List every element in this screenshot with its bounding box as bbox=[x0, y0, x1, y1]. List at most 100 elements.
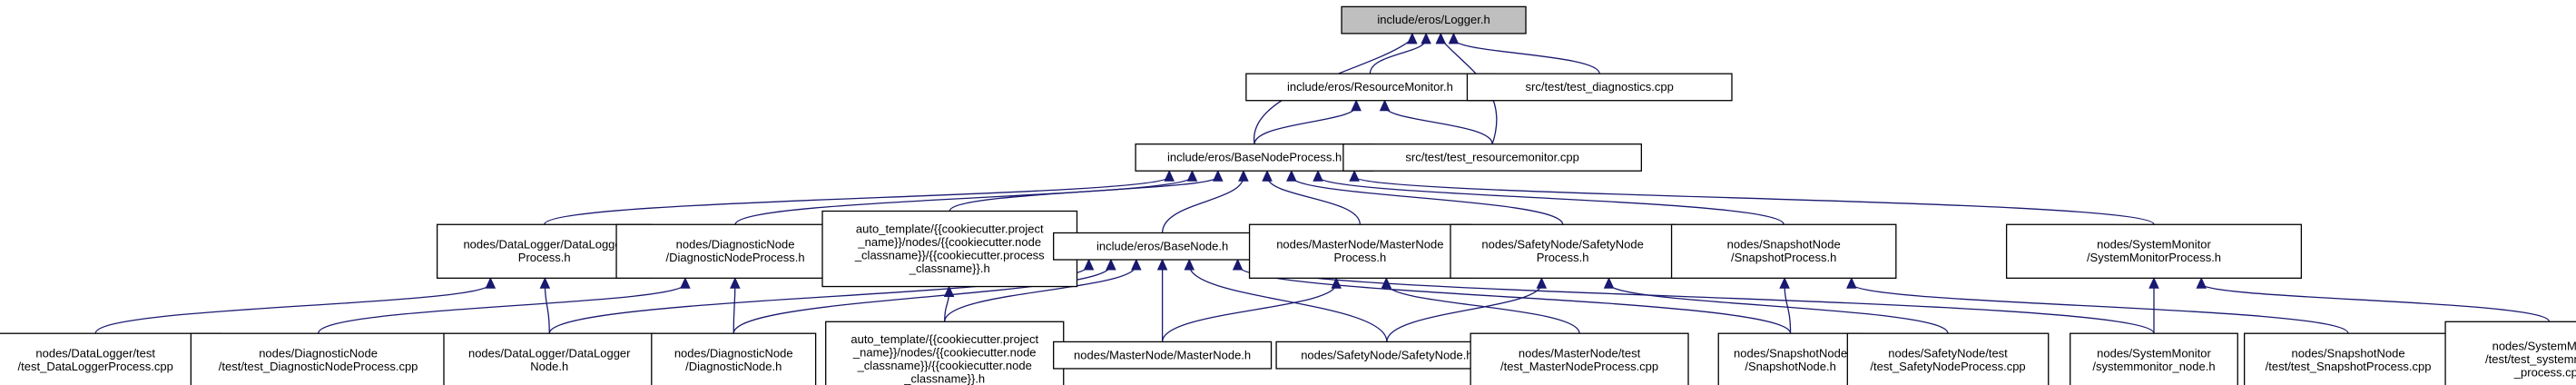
node-box bbox=[1670, 223, 1897, 279]
arrowhead bbox=[1313, 170, 1323, 182]
arrowhead bbox=[1349, 170, 1360, 182]
arrowhead bbox=[1407, 32, 1418, 44]
graph-node-ss_test[interactable]: nodes/SnapshotNode/test/test_SnapshotPro… bbox=[2243, 332, 2453, 385]
node-box bbox=[0, 332, 222, 385]
node-label-line: _classname}}.h bbox=[909, 262, 990, 275]
nodes-layer: include/eros/Logger.h include/eros/Resour… bbox=[0, 5, 2576, 385]
node-label-line: nodes/SystemMonitor bbox=[2097, 347, 2211, 360]
node-label-line: nodes/DataLogger/DataLogger bbox=[463, 238, 625, 252]
edge-dn_node-to-basenode bbox=[732, 264, 1112, 334]
arrowhead bbox=[1131, 258, 1142, 271]
arrowhead bbox=[1106, 258, 1116, 271]
graph-node-test_resmon[interactable]: src/test/test_resourcemonitor.cpp bbox=[1342, 143, 1642, 172]
node-box bbox=[1470, 332, 1689, 385]
graph-node-dn_node[interactable]: nodes/DiagnosticNode/DiagnosticNode.h bbox=[651, 332, 817, 385]
edge-smp-to-bnp bbox=[1353, 175, 2155, 225]
graph-node-mn_node[interactable]: nodes/MasterNode/MasterNode.h bbox=[1053, 341, 1273, 370]
node-label-line: _classname}}.h bbox=[903, 372, 985, 385]
graph-node-sm_test[interactable]: nodes/SystemMonitor/test/test_systemmoni… bbox=[2444, 321, 2576, 385]
node-label-line: nodes/SystemMonitor bbox=[2492, 339, 2576, 352]
node-label-line: nodes/MasterNode/MasterNode.h bbox=[1074, 348, 1251, 361]
arrowhead bbox=[485, 277, 497, 289]
node-box bbox=[821, 210, 1078, 288]
node-label-line: /test/test_SnapshotProcess.cpp bbox=[2266, 360, 2432, 373]
node-label-line: src/test/test_resourcemonitor.cpp bbox=[1405, 151, 1578, 164]
graph-node-bnp[interactable]: include/eros/BaseNodeProcess.h bbox=[1135, 143, 1374, 172]
node-label-line: Process.h bbox=[1537, 251, 1589, 264]
arrowhead bbox=[730, 277, 741, 289]
node-label-line: auto_template/{{cookiecutter.project bbox=[850, 332, 1038, 346]
arrowhead bbox=[1421, 32, 1431, 44]
node-box bbox=[2444, 321, 2576, 385]
arrowhead bbox=[943, 285, 955, 298]
arrowhead bbox=[1846, 277, 1857, 289]
graph-node-mn_test[interactable]: nodes/MasterNode/test/test_MasterNodePro… bbox=[1470, 332, 1689, 385]
node-label-line: nodes/SystemMonitor bbox=[2097, 238, 2211, 252]
graph-node-basenode[interactable]: include/eros/BaseNode.h bbox=[1053, 232, 1273, 261]
graph-node-snp[interactable]: nodes/SafetyNode/SafetyNodeProcess.h bbox=[1450, 223, 1676, 279]
graph-node-sm_node[interactable]: nodes/SystemMonitor/systemmonitor_node.h bbox=[2070, 332, 2238, 385]
graph-node-sn_test[interactable]: nodes/SafetyNode/test/test_SafetyNodePro… bbox=[1846, 332, 2050, 385]
edge-dn_node-to-dnp bbox=[732, 283, 736, 334]
arrowhead bbox=[1286, 170, 1297, 182]
graph-node-auto_proc[interactable]: auto_template/{{cookiecutter.project_nam… bbox=[821, 210, 1078, 288]
edge-mn_node-to-mnp bbox=[1161, 283, 1337, 342]
edge-snp-to-bnp bbox=[1291, 175, 1564, 225]
graph-node-test_diag[interactable]: src/test/test_diagnostics.cpp bbox=[1466, 73, 1733, 102]
node-label-line: _classname}}/{{cookiecutter.process bbox=[854, 248, 1045, 262]
node-box bbox=[1342, 143, 1642, 172]
edge-ss_node-to-ssp bbox=[1784, 283, 1792, 334]
node-label-line: /DiagnosticNode.h bbox=[685, 360, 782, 373]
node-box bbox=[2070, 332, 2238, 385]
edge-sn_node-to-snp bbox=[1386, 283, 1543, 342]
node-label-line: nodes/DiagnosticNode bbox=[674, 347, 793, 360]
edge-basenode-to-bnp bbox=[1161, 176, 1244, 233]
arrowhead bbox=[1164, 170, 1175, 182]
arrowhead bbox=[1262, 170, 1273, 182]
graph-node-dl_test[interactable]: nodes/DataLogger/test/test_DataLoggerPro… bbox=[0, 332, 222, 385]
graph-node-ss_node[interactable]: nodes/SnapshotNode/SnapshotNode.h bbox=[1717, 332, 1863, 385]
node-label-line: nodes/DataLogger/DataLogger bbox=[468, 347, 631, 360]
node-label-line: /SystemMonitorProcess.h bbox=[2087, 251, 2221, 264]
node-label-line: nodes/MasterNode/test bbox=[1519, 347, 1641, 360]
node-label-line: include/eros/BaseNodeProcess.h bbox=[1167, 151, 1342, 164]
node-label-line: nodes/SnapshotNode bbox=[2292, 347, 2405, 360]
node-label-line: /SnapshotNode.h bbox=[1745, 360, 1835, 373]
graph-node-auto_node[interactable]: auto_template/{{cookiecutter.project_nam… bbox=[825, 321, 1065, 385]
node-box bbox=[651, 332, 817, 385]
edge-ss_test-to-ssp bbox=[1851, 282, 2349, 334]
arrowhead bbox=[1351, 99, 1362, 112]
node-label-line: include/eros/BaseNode.h bbox=[1096, 239, 1228, 252]
node-box bbox=[1341, 5, 1527, 35]
arrowhead bbox=[1435, 32, 1447, 44]
edge-mnp-to-bnp bbox=[1266, 176, 1361, 225]
edge-auto_node-to-basenode bbox=[944, 264, 1137, 322]
edge-test_resmon-to-resmon bbox=[1383, 105, 1493, 144]
graph-node-ssp[interactable]: nodes/SnapshotNode/SnapshotProcess.h bbox=[1670, 223, 1897, 279]
node-box bbox=[1466, 73, 1733, 102]
arrowhead bbox=[2148, 277, 2159, 289]
edge-sm_test-to-smp bbox=[2200, 282, 2551, 322]
graph-node-dn_test[interactable]: nodes/DiagnosticNode/test/test_Diagnosti… bbox=[190, 332, 447, 385]
arrowhead bbox=[1779, 277, 1790, 289]
node-label-line: nodes/DiagnosticNode bbox=[676, 238, 795, 252]
graph-node-sn_node[interactable]: nodes/SafetyNode/SafetyNode.h bbox=[1275, 341, 1499, 370]
graph-node-dnp[interactable]: nodes/DiagnosticNode/DiagnosticNodeProce… bbox=[615, 223, 855, 279]
arrowhead bbox=[1083, 258, 1095, 271]
arrowhead bbox=[1186, 170, 1198, 182]
node-label-line: include/eros/Logger.h bbox=[1377, 13, 1490, 26]
node-label-line: Process.h bbox=[518, 251, 571, 264]
graph-node-resmon[interactable]: include/eros/ResourceMonitor.h bbox=[1245, 73, 1495, 102]
node-label-line: nodes/SafetyNode/test bbox=[1888, 347, 2008, 360]
node-label-line: nodes/SafetyNode/SafetyNode.h bbox=[1301, 348, 1472, 361]
node-label-line: nodes/MasterNode/MasterNode bbox=[1276, 238, 1443, 252]
graph-node-logger[interactable]: include/eros/Logger.h bbox=[1341, 5, 1527, 35]
arrowhead bbox=[1536, 277, 1548, 289]
graph-node-smp[interactable]: nodes/SystemMonitor/SystemMonitorProcess… bbox=[2005, 223, 2303, 279]
node-label-line: nodes/SnapshotNode bbox=[1734, 347, 1847, 360]
edges-layer bbox=[94, 32, 2551, 342]
graph-node-mnp[interactable]: nodes/MasterNode/MasterNodeProcess.h bbox=[1248, 223, 1471, 279]
edge-test_diag-to-logger bbox=[1452, 38, 1600, 74]
node-box bbox=[1053, 341, 1273, 370]
